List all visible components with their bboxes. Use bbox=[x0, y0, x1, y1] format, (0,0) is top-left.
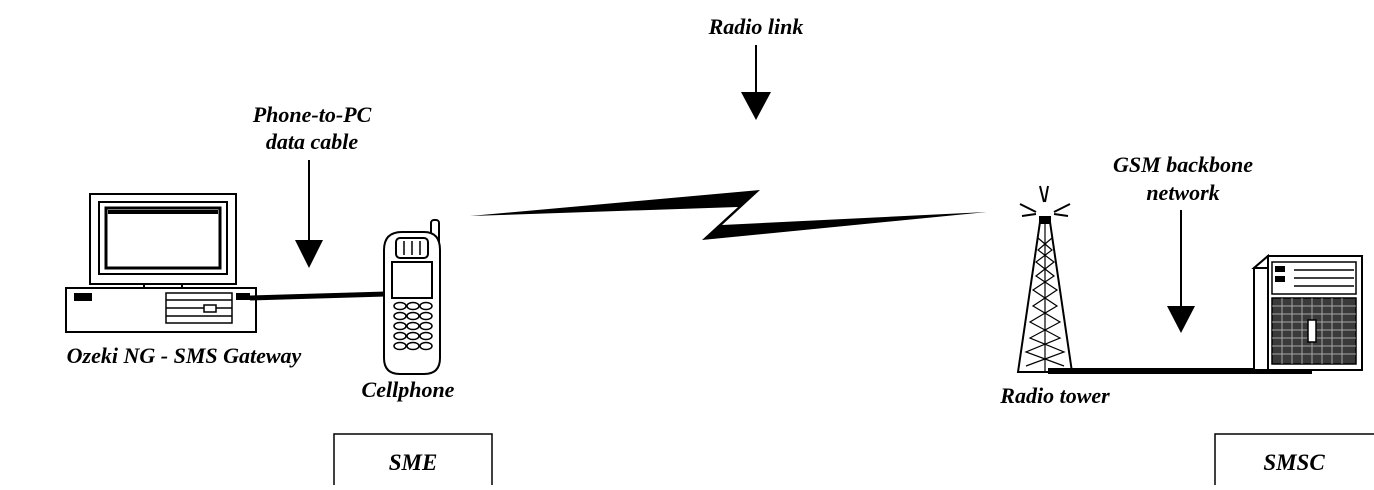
desktop-computer-icon bbox=[65, 193, 257, 333]
radio-tower-label: Radio tower bbox=[999, 383, 1110, 408]
radio-tower-icon bbox=[1016, 185, 1074, 373]
gsm-backbone-label-line1: GSM backbone bbox=[1113, 152, 1253, 177]
smsc-box: SMSC bbox=[1214, 433, 1374, 485]
server-icon bbox=[1251, 253, 1364, 371]
sme-box: SME bbox=[333, 433, 493, 485]
data-cable-arrow bbox=[295, 160, 323, 268]
data-cable-label-line1: Phone-to-PC bbox=[252, 102, 372, 127]
radio-link-label: Radio link bbox=[708, 14, 804, 39]
radio-link-arrow bbox=[741, 45, 771, 120]
smsc-box-label: SMSC bbox=[1263, 450, 1325, 475]
radio-link-bolt bbox=[470, 190, 987, 240]
sme-box-label: SME bbox=[389, 450, 438, 475]
gateway-label: Ozeki NG - SMS Gateway bbox=[67, 343, 302, 368]
data-cable bbox=[249, 291, 387, 301]
cellphone-label: Cellphone bbox=[362, 377, 455, 402]
cellphone-icon bbox=[383, 219, 441, 375]
data-cable-label-line2: data cable bbox=[266, 129, 358, 154]
gsm-backbone-label-line2: network bbox=[1146, 180, 1219, 205]
gsm-backbone-arrow bbox=[1167, 210, 1195, 333]
